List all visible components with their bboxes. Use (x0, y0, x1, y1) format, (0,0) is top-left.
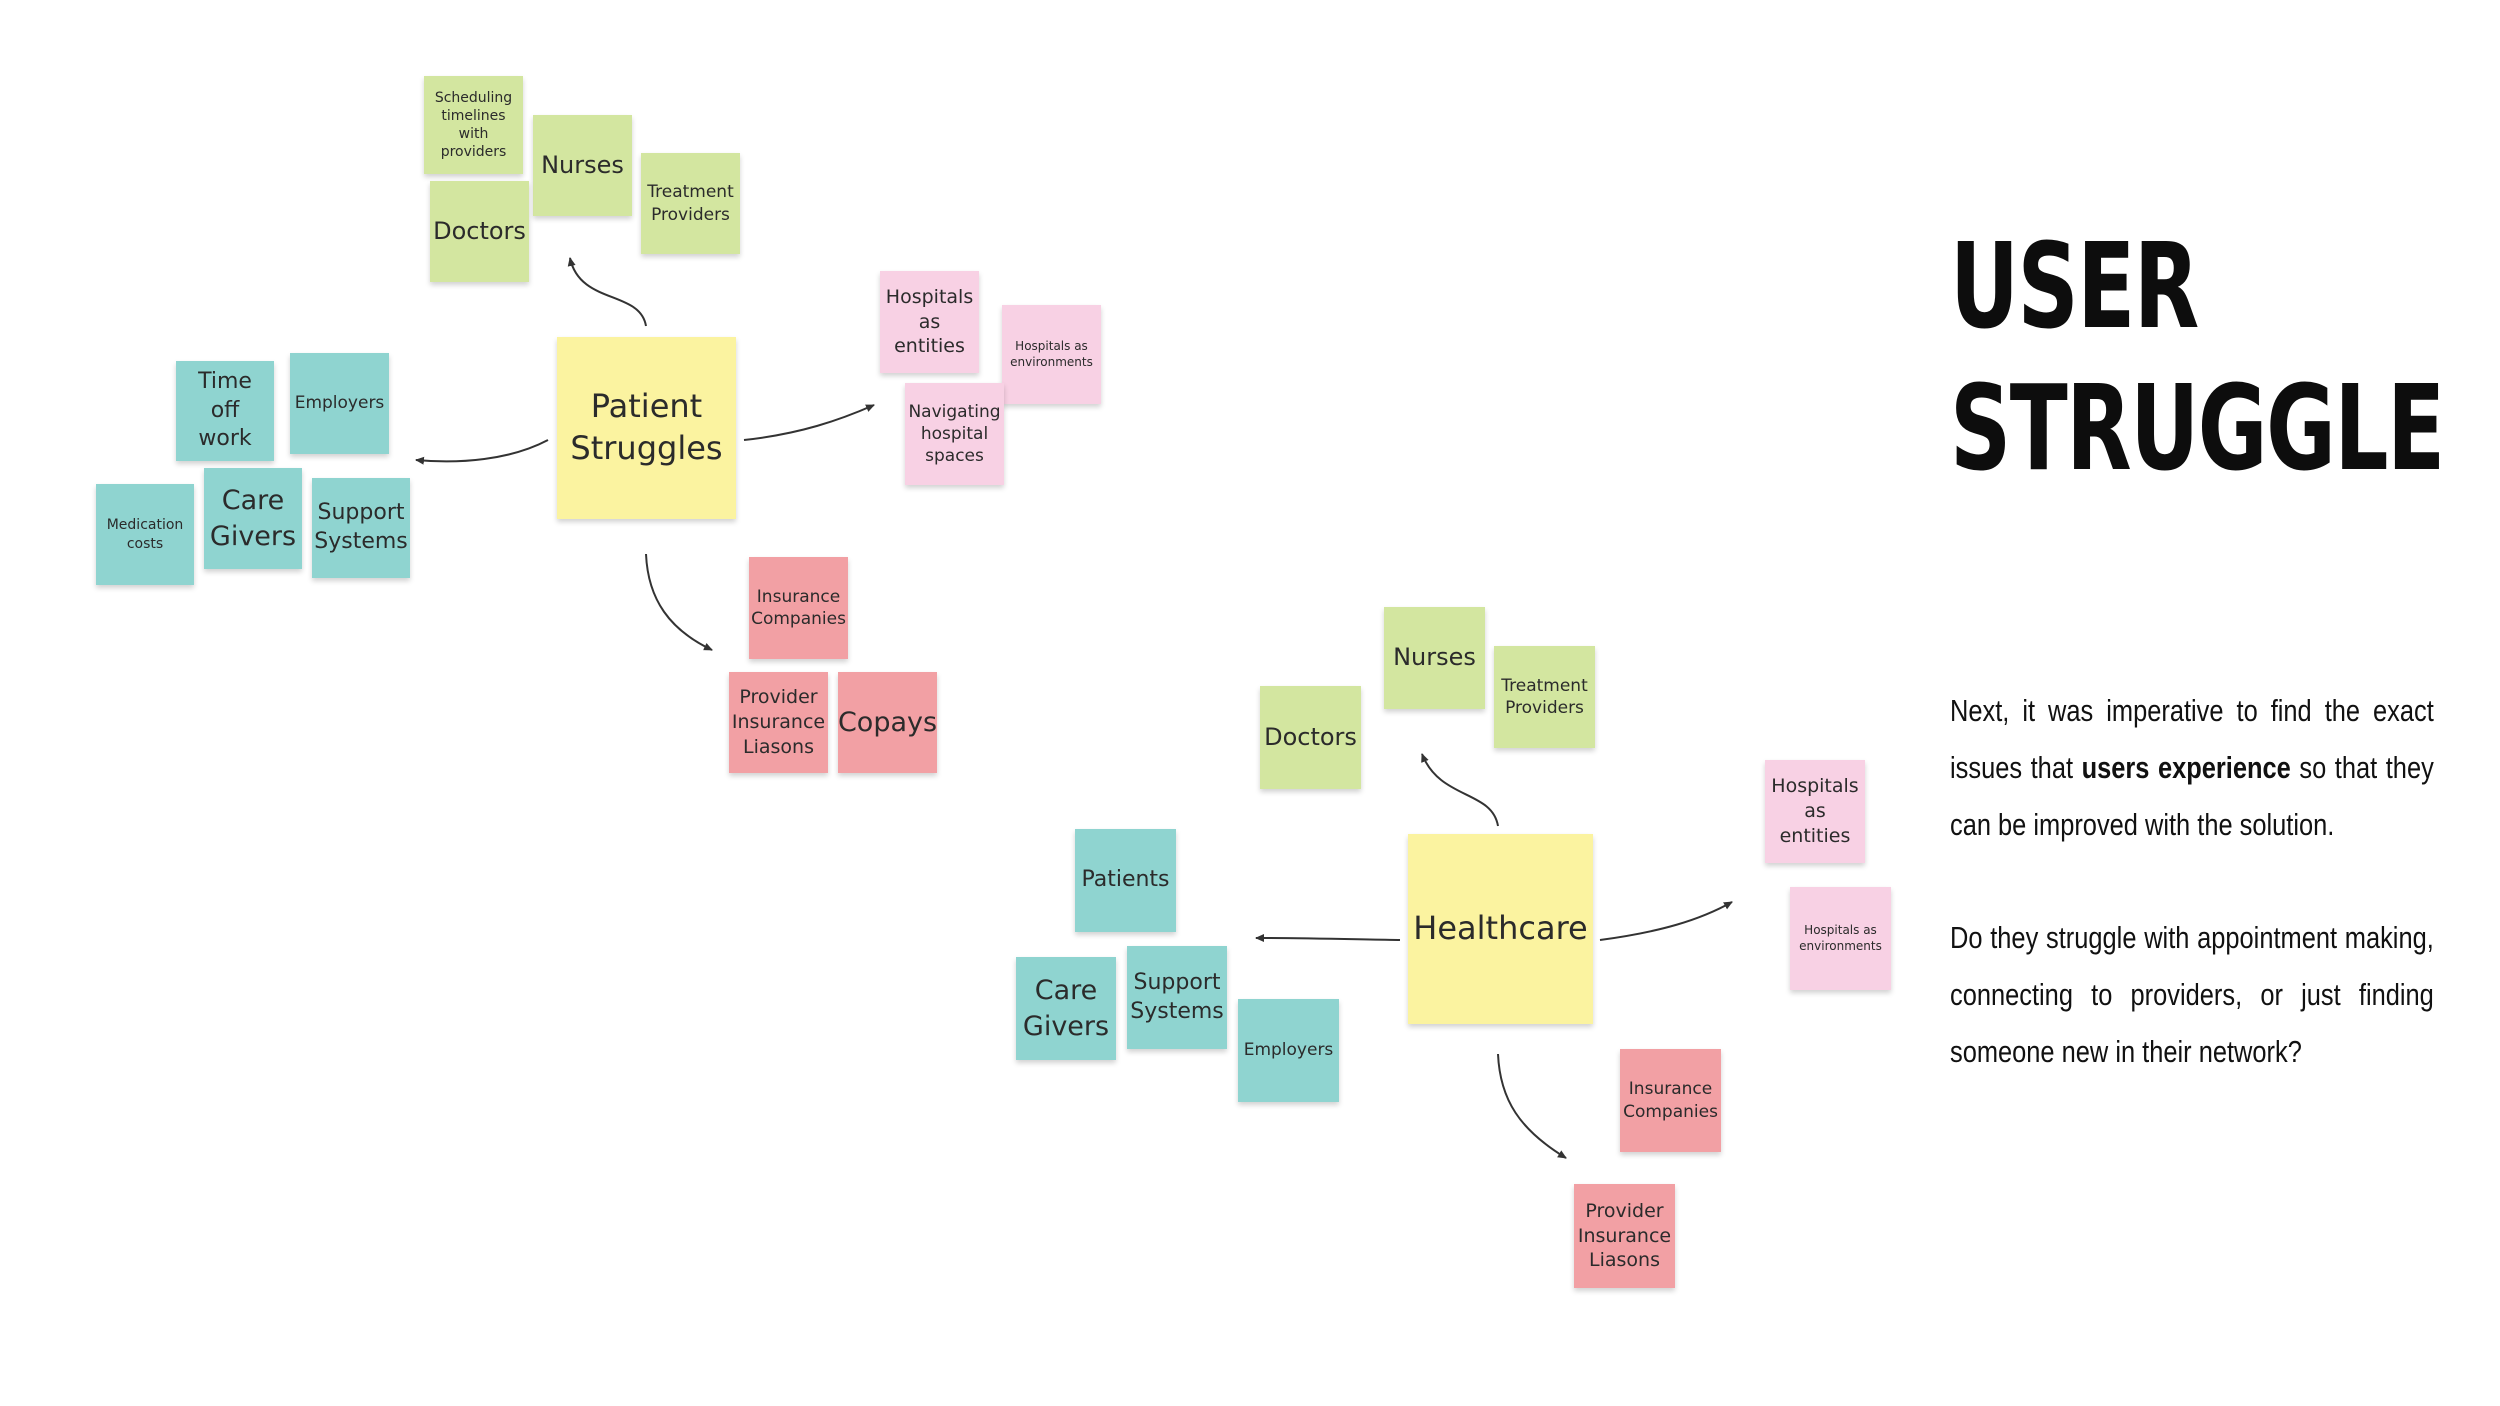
note-doctors[interactable]: Doctors (430, 181, 529, 282)
note-hc-treatment-providers[interactable]: Treatment Providers (1494, 646, 1595, 748)
note-insurance-companies[interactable]: Insurance Companies (749, 557, 848, 659)
note-support-systems[interactable]: Support Systems (312, 478, 410, 578)
arrow-patient-to-insurance (645, 553, 713, 651)
note-time-off-work[interactable]: Time off work (176, 361, 274, 461)
note-hc-nurses[interactable]: Nurses (1384, 607, 1485, 709)
description-paragraph-2: Do they struggle with appointment making… (1950, 920, 2434, 1069)
note-hc-provider-insurance-liasons[interactable]: Provider Insurance Liasons (1574, 1184, 1675, 1288)
arrow-patient-to-providers (567, 257, 647, 327)
note-hospitals-as-environments[interactable]: Hospitals as environments (1002, 305, 1101, 404)
paragraph-1-emphasis: users experience (2081, 750, 2291, 785)
note-employers[interactable]: Employers (290, 353, 389, 454)
note-navigating-hospital-spaces[interactable]: Navigating hospital spaces (905, 383, 1004, 485)
arrow-healthcare-to-environment (1599, 901, 1733, 941)
description-text: Next, it was imperative to find the exac… (1950, 682, 2434, 1136)
note-healthcare-center[interactable]: Healthcare (1408, 834, 1593, 1024)
paragraph-1-end: so that they can be improved with the so… (1950, 750, 2434, 842)
arrow-healthcare-to-support (1255, 934, 1401, 943)
note-medication-costs[interactable]: Medication costs (96, 484, 194, 585)
note-hc-hospitals-as-environments[interactable]: Hospitals as environments (1790, 887, 1891, 990)
note-nurses[interactable]: Nurses (533, 115, 632, 216)
note-provider-insurance-liasons[interactable]: Provider Insurance Liasons (729, 672, 828, 773)
arrow-healthcare-to-providers (1421, 753, 1499, 827)
arrow-patient-to-support (415, 439, 549, 465)
note-hc-patients[interactable]: Patients (1075, 829, 1176, 932)
arrow-healthcare-to-insurance (1497, 1053, 1567, 1159)
note-hc-employers[interactable]: Employers (1238, 999, 1339, 1102)
note-hc-support-systems[interactable]: Support Systems (1127, 946, 1227, 1049)
description-paragraph-1: Next, it was imperative to find the exac… (1950, 682, 2434, 853)
arrow-patient-to-environment (743, 404, 875, 441)
title-line-1: USER (1950, 217, 2199, 355)
note-hospitals-as-entities[interactable]: Hospitals as entities (880, 271, 979, 373)
note-hc-hospitals-as-entities[interactable]: Hospitals as entities (1765, 760, 1865, 863)
paragraph-1-start: Next, it was imperative to find the exac… (1950, 693, 2434, 785)
note-treatment-providers[interactable]: Treatment Providers (641, 153, 740, 254)
note-hc-doctors[interactable]: Doctors (1260, 686, 1361, 789)
note-care-givers[interactable]: Care Givers (204, 468, 302, 569)
title-line-2: STRUGGLE (1950, 359, 2445, 497)
page-title: USER STRUGGLE (1950, 215, 2445, 499)
note-hc-care-givers[interactable]: Care Givers (1016, 957, 1116, 1060)
note-copays[interactable]: Copays (838, 672, 937, 773)
note-patient-struggles-center[interactable]: Patient Struggles (557, 337, 736, 519)
note-scheduling-timelines[interactable]: Scheduling timelines with providers (424, 76, 523, 174)
note-hc-insurance-companies[interactable]: Insurance Companies (1620, 1049, 1721, 1152)
